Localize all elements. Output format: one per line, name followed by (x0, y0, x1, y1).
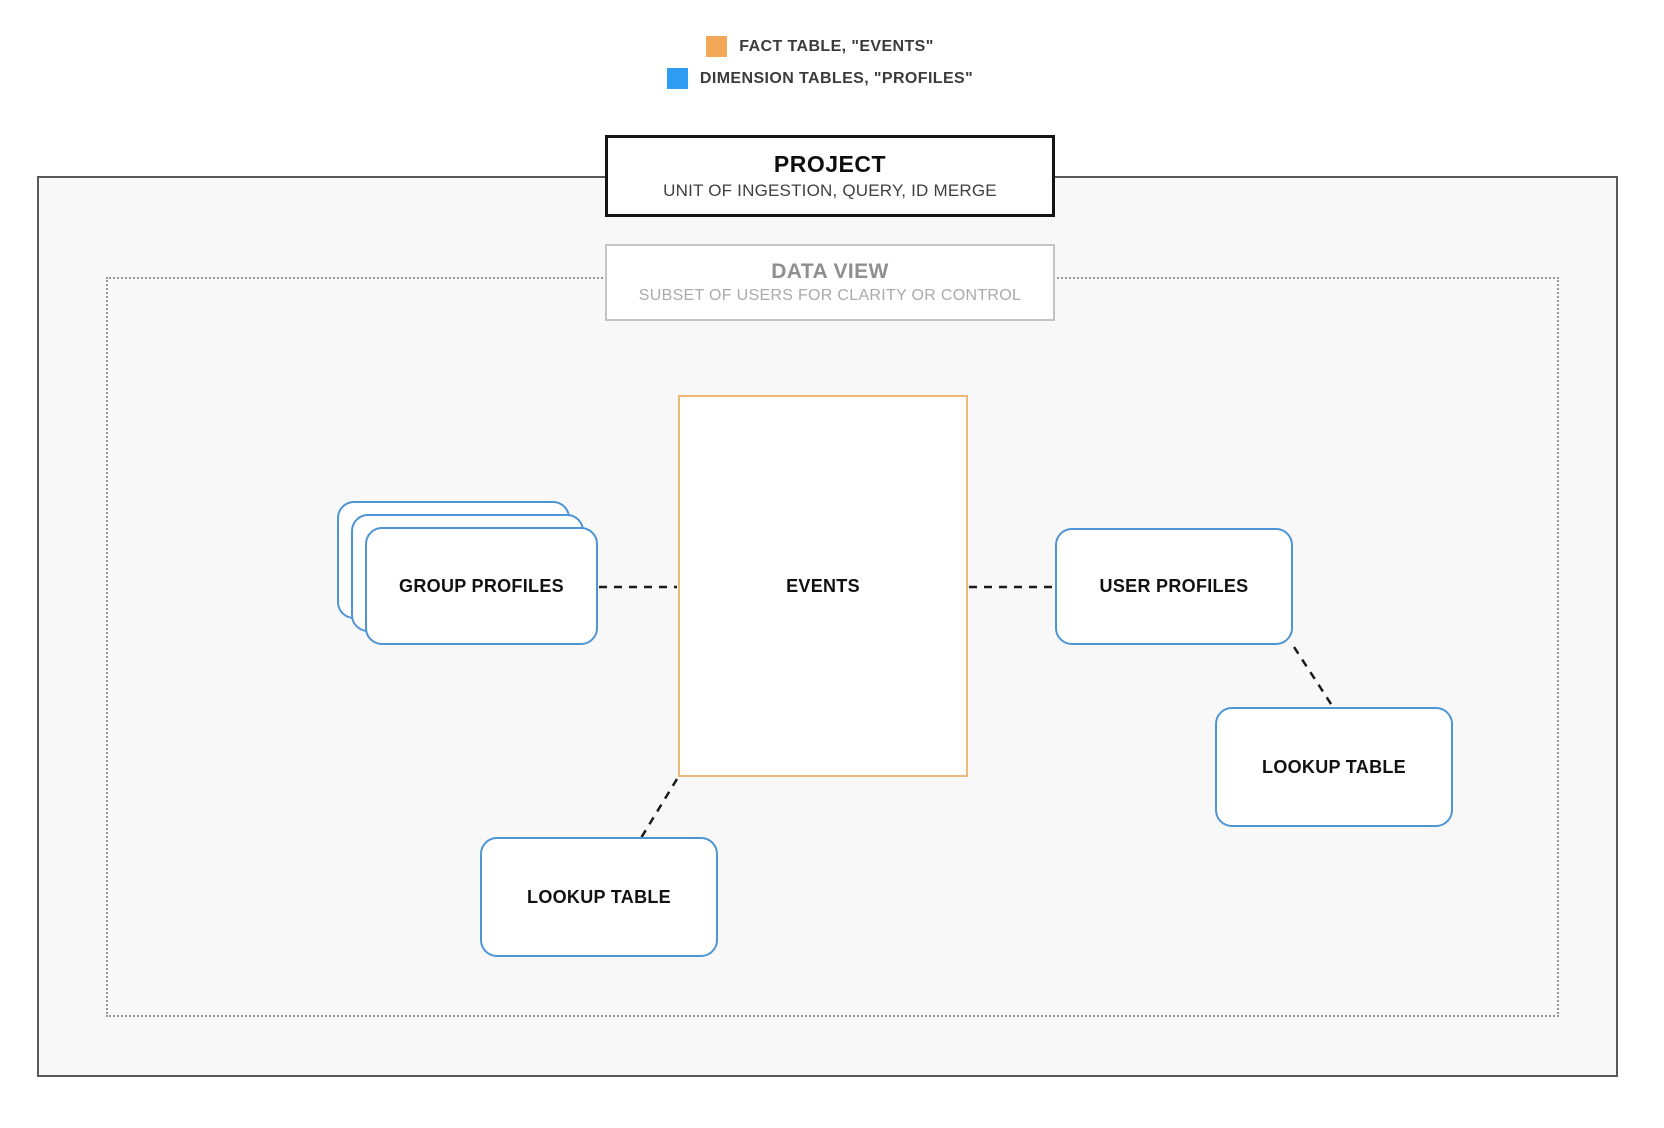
data-view-subtitle: SUBSET OF USERS FOR CLARITY OR CONTROL (638, 287, 1022, 304)
legend-item-fact-table: FACT TABLE, "EVENTS" (706, 36, 933, 57)
legend-label-dimension-tables: DIMENSION TABLES, "PROFILES" (699, 69, 974, 87)
lookup-table-right-node: LOOKUP TABLE (1215, 707, 1453, 827)
legend: FACT TABLE, "EVENTS" DIMENSION TABLES, "… (0, 36, 1640, 89)
user-profiles-node: USER PROFILES (1055, 528, 1293, 645)
project-box: PROJECT UNIT OF INGESTION, QUERY, ID MER… (605, 135, 1055, 217)
lookup-table-left-label: LOOKUP TABLE (527, 886, 671, 907)
project-title: PROJECT (773, 151, 887, 177)
events-node: EVENTS (678, 395, 968, 777)
user-profiles-label: USER PROFILES (1099, 576, 1249, 596)
fact-table-swatch-icon (706, 36, 728, 57)
project-subtitle: UNIT OF INGESTION, QUERY, ID MERGE (663, 181, 997, 200)
legend-item-dimension-tables: DIMENSION TABLES, "PROFILES" (666, 68, 974, 89)
group-profiles-node: GROUP PROFILES (365, 527, 598, 645)
dimension-tables-swatch-icon (666, 68, 688, 89)
lookup-table-left-node: LOOKUP TABLE (480, 837, 718, 957)
group-profiles-label: GROUP PROFILES (399, 575, 564, 596)
data-view-box: DATA VIEW SUBSET OF USERS FOR CLARITY OR… (605, 244, 1055, 321)
data-view-title: DATA VIEW (771, 260, 889, 283)
events-label: EVENTS (786, 575, 860, 596)
legend-label-fact-table: FACT TABLE, "EVENTS" (739, 37, 934, 55)
lookup-table-right-label: LOOKUP TABLE (1262, 756, 1406, 777)
